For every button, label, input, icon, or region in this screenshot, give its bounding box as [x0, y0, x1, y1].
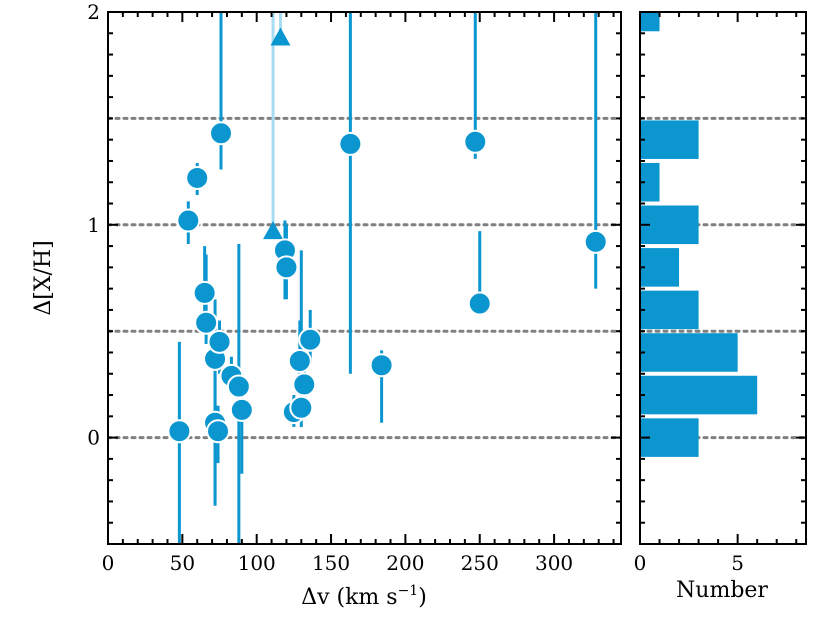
data-point: [287, 348, 312, 373]
histogram-x-tick-label: 5: [731, 551, 744, 575]
lower-limit-triangle: [263, 221, 284, 240]
y-tick-label: 0: [87, 426, 100, 450]
x-tick-label: 150: [312, 551, 350, 575]
data-point: [369, 353, 394, 378]
data-point: [194, 310, 219, 335]
y-tick-label: 1: [87, 213, 100, 237]
y-tick-label: 2: [87, 0, 100, 24]
data-point: [338, 131, 363, 156]
data-point: [289, 395, 314, 420]
histogram-bar: [640, 333, 738, 372]
y-axis-label: Δ[X/H]: [31, 240, 56, 315]
scatter-panel: 0 50 100 150 200 250 300 0 1 2 Δv (km s−1) Δ[X/H…: [31, 0, 622, 610]
histogram-bars: [640, 12, 806, 457]
data-point: [176, 208, 201, 233]
data-point: [192, 280, 217, 305]
scatter-frame: [107, 11, 622, 545]
data-points: [167, 121, 608, 444]
histogram-bar: [640, 248, 680, 287]
data-point: [292, 372, 317, 397]
data-point: [467, 291, 492, 316]
data-point: [167, 419, 192, 444]
data-point: [229, 397, 254, 422]
data-point: [207, 329, 232, 354]
y-tick-labels: 0 1 2: [87, 0, 100, 450]
x-tick-label: 300: [535, 551, 573, 575]
data-point: [185, 165, 210, 190]
data-point: [226, 374, 251, 399]
x-tick-label: 0: [102, 551, 115, 575]
x-tick-label: 200: [386, 551, 424, 575]
data-point: [463, 129, 488, 154]
histogram-frame: [639, 11, 807, 545]
x-tick-label: 250: [461, 551, 499, 575]
histogram-bar: [640, 162, 660, 202]
reference-lines: [108, 116, 621, 440]
axis-ticks: [107, 11, 621, 545]
x-axis-label: Δv (km s−1): [301, 583, 427, 610]
data-point: [206, 419, 231, 444]
histogram-ticks: [639, 11, 806, 545]
histogram-bar: [640, 12, 660, 32]
data-point: [209, 121, 234, 146]
x-tick-label: 50: [170, 551, 195, 575]
x-tick-label: 100: [238, 551, 276, 575]
histogram-bar: [640, 290, 699, 330]
histogram-bar: [640, 120, 699, 159]
histogram-x-axis-label: Number: [676, 578, 768, 603]
error-bars: [177, 12, 598, 544]
lower-limit-triangle: [270, 27, 291, 46]
data-point: [298, 327, 323, 352]
x-tick-labels: 0 50 100 150 200 250 300: [102, 551, 574, 575]
histogram-bar: [640, 375, 758, 415]
data-point: [274, 255, 299, 280]
lower-limit-markers: [263, 12, 291, 240]
data-point: [583, 229, 608, 254]
histogram-x-tick-label: 0: [634, 551, 647, 575]
